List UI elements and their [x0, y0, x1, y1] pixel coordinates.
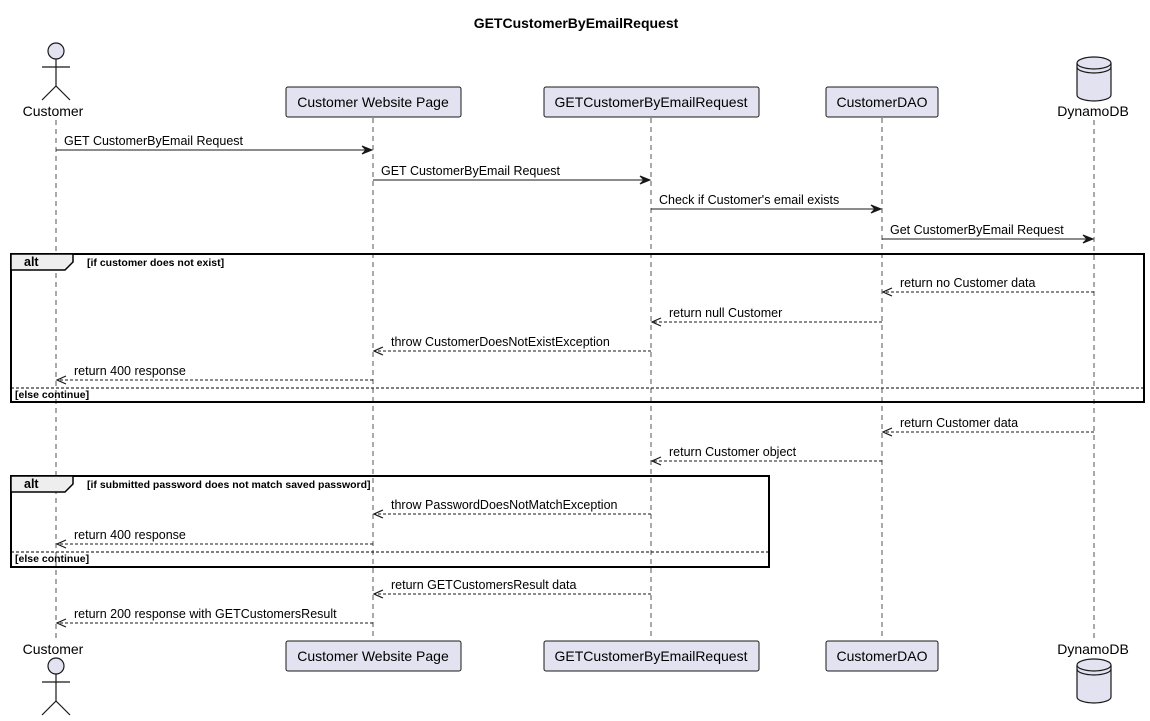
fragment-condition-2: [if submitted password does not match sa… — [87, 479, 371, 491]
message-3: Check if Customer's email exists — [651, 193, 883, 214]
message-label: return 400 response — [74, 364, 186, 378]
fragment-else-1: [else continue] — [15, 389, 89, 401]
participant-box-website-bottom — [285, 640, 462, 672]
customer-actor-icon — [41, 42, 71, 101]
fragment-keyword-1: alt — [24, 255, 39, 269]
participants-bottom: Customer Customer Website Page GETCustom… — [23, 640, 1129, 716]
participant-dao-top: CustomerDAO — [836, 94, 927, 110]
message-label: GET CustomerByEmail Request — [64, 134, 244, 148]
message-label: return Customer data — [900, 416, 1018, 430]
message-label: Get CustomerByEmail Request — [890, 223, 1064, 237]
message-label: throw PasswordDoesNotMatchException — [391, 498, 618, 512]
arrowhead-icon — [881, 287, 893, 297]
arrowhead-icon — [870, 204, 883, 214]
message-11: throw PasswordDoesNotMatchException — [372, 498, 651, 519]
participant-box-request-top — [543, 86, 760, 118]
message-label: return Customer object — [669, 445, 797, 459]
customer-actor-icon-bottom — [41, 657, 71, 716]
message-label: return 400 response — [74, 528, 186, 542]
participant-request-top: GETCustomerByEmailRequest — [555, 94, 748, 110]
fragment-condition-1: [if customer does not exist] — [87, 257, 224, 269]
alt-fragment-1: alt [if customer does not exist] [else c… — [10, 253, 1145, 403]
arrowhead-icon — [55, 618, 67, 628]
arrowhead-icon — [361, 145, 374, 155]
message-12: return 400 response — [55, 528, 373, 549]
arrowhead-icon — [372, 509, 384, 519]
message-label: return null Customer — [669, 306, 782, 320]
participant-website-top: Customer Website Page — [297, 94, 449, 110]
message-1: GET CustomerByEmail Request — [56, 134, 374, 155]
participant-website-bottom: Customer Website Page — [297, 648, 449, 664]
fragment-keyword-2: alt — [24, 477, 39, 491]
participant-box-dao-top — [825, 86, 939, 118]
participant-box-dao-bottom — [825, 640, 939, 672]
message-6: return null Customer — [650, 306, 882, 327]
message-7: throw CustomerDoesNotExistException — [372, 335, 651, 356]
message-5: return no Customer data — [881, 276, 1094, 297]
message-label: return no Customer data — [900, 276, 1036, 290]
participant-box-website-top — [285, 86, 462, 118]
diagram-title: GETCustomerByEmailRequest — [474, 15, 679, 31]
message-8: return 400 response — [55, 364, 373, 385]
alt-fragment-2: alt [if submitted password does not matc… — [10, 475, 770, 568]
participant-customer-top: Customer — [23, 103, 84, 119]
participant-request-bottom: GETCustomerByEmailRequest — [555, 648, 748, 664]
arrowhead-icon — [372, 346, 384, 356]
database-icon-bottom — [1076, 658, 1112, 704]
arrowhead-icon — [55, 375, 67, 385]
participant-dynamo-top: DynamoDB — [1057, 103, 1129, 119]
participants-top: Customer Customer Website Page GETCustom… — [23, 42, 1129, 119]
arrowhead-icon — [55, 539, 67, 549]
message-9: return Customer data — [881, 416, 1094, 437]
participant-dynamo-bottom: DynamoDB — [1057, 641, 1129, 657]
message-label: throw CustomerDoesNotExistException — [391, 335, 610, 349]
message-13: return GETCustomersResult data — [372, 578, 651, 599]
message-10: return Customer object — [650, 445, 882, 466]
message-2: GET CustomerByEmail Request — [373, 164, 652, 185]
message-label: return 200 response with GETCustomersRes… — [74, 607, 337, 621]
fragment-else-2: [else continue] — [15, 553, 89, 565]
participant-customer-bottom: Customer — [23, 641, 84, 657]
message-label: return GETCustomersResult data — [391, 578, 577, 592]
arrowhead-icon — [881, 427, 893, 437]
arrowhead-icon — [372, 589, 384, 599]
database-icon — [1076, 56, 1112, 102]
arrowhead-icon — [1082, 234, 1095, 244]
arrowhead-icon — [650, 317, 662, 327]
arrowhead-icon — [639, 175, 652, 185]
message-label: Check if Customer's email exists — [659, 193, 839, 207]
message-label: GET CustomerByEmail Request — [381, 164, 561, 178]
message-4: Get CustomerByEmail Request — [882, 223, 1095, 244]
participant-dao-bottom: CustomerDAO — [836, 648, 927, 664]
message-14: return 200 response with GETCustomersRes… — [55, 607, 373, 628]
lifelines — [55, 118, 1095, 640]
participant-box-request-bottom — [543, 640, 760, 672]
arrowhead-icon — [650, 456, 662, 466]
